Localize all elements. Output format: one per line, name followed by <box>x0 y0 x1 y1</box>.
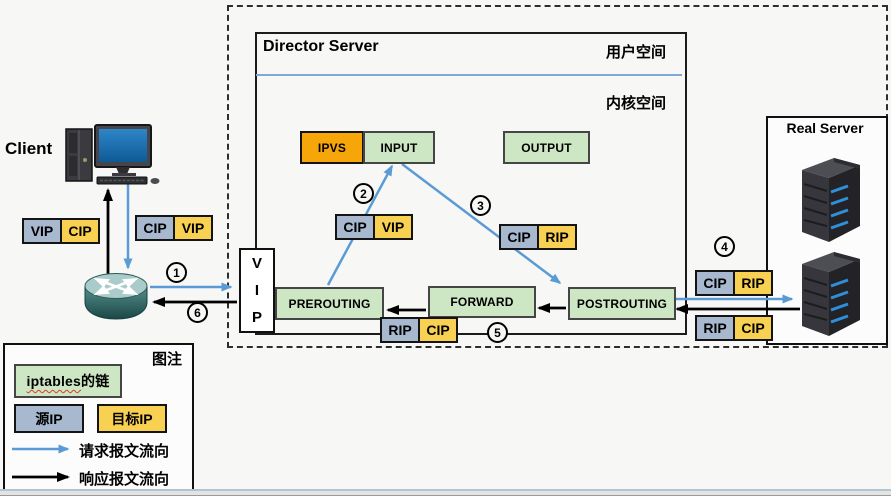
user-kernel-space-divider <box>256 74 682 76</box>
kernel-space-label: 内核空间 <box>606 95 667 112</box>
dest-ip-cell: CIP <box>418 319 456 341</box>
step-number: 6 <box>194 305 201 320</box>
step-5-badge: 5 <box>487 322 508 343</box>
request-flow-arrows <box>12 163 794 454</box>
source-ip-cell: CIP <box>337 216 373 238</box>
ip-pair-input-request: CIP VIP <box>335 214 413 240</box>
ip-pair-postrouting-request: CIP RIP <box>499 224 577 250</box>
dest-ip-cell: CIP <box>60 220 98 242</box>
postrouting-chain-box: POSTROUTING <box>568 287 676 320</box>
ip-pair-from-real-server: RIP CIP <box>695 315 773 341</box>
window-bottom-highlight <box>0 489 891 491</box>
source-ip-cell: RIP <box>697 317 733 339</box>
legend-source-ip-swatch: 源IP <box>14 404 84 433</box>
dest-ip-cell: RIP <box>733 272 771 294</box>
step-1-badge: 1 <box>166 262 187 283</box>
source-ip-cell: CIP <box>137 217 173 239</box>
legend-dest-ip-label: 目标IP <box>111 410 153 427</box>
step-number: 3 <box>477 198 484 213</box>
prerouting-label: PREROUTING <box>288 296 371 311</box>
ip-pair-client-response: VIP CIP <box>22 218 100 244</box>
dest-ip-cell: RIP <box>537 226 575 248</box>
legend-chain-suffix: 的链 <box>81 373 110 389</box>
real-server-title: Real Server <box>786 120 864 136</box>
forward-chain-box: FORWARD <box>428 286 536 318</box>
step-6-badge: 6 <box>187 302 208 323</box>
step-number: 5 <box>494 325 501 340</box>
prerouting-chain-box: PREROUTING <box>275 287 384 320</box>
router-icon <box>83 272 149 322</box>
director-server-inner-box <box>255 32 687 335</box>
client-computer-icon <box>64 124 162 186</box>
vip-interface-box: V I P <box>239 248 275 333</box>
step-number: 1 <box>173 265 180 280</box>
step-4-badge: 4 <box>714 236 735 257</box>
step-3-badge: 3 <box>470 195 491 216</box>
ip-pair-client-request: CIP VIP <box>135 215 213 241</box>
ip-pair-to-real-server: CIP RIP <box>695 270 773 296</box>
window-bottom-strip <box>0 491 891 495</box>
vip-letter: I <box>254 282 260 299</box>
client-label: Client <box>5 139 53 158</box>
legend-title: 图注 <box>151 351 182 368</box>
input-chain-box: INPUT <box>363 131 435 164</box>
legend-source-ip-label: 源IP <box>35 410 63 427</box>
vip-letter: P <box>251 309 262 326</box>
ip-pair-kernel-response: RIP CIP <box>380 317 458 343</box>
legend-dest-ip-swatch: 目标IP <box>97 404 167 433</box>
response-flow-arrows <box>12 188 800 482</box>
postrouting-label: POSTROUTING <box>576 296 668 311</box>
output-chain-box: OUTPUT <box>503 131 590 164</box>
director-server-title: Director Server <box>263 38 379 55</box>
dest-ip-cell: VIP <box>373 216 411 238</box>
input-label: INPUT <box>380 140 418 155</box>
step-2-badge: 2 <box>353 183 374 204</box>
server-tower-icon <box>796 248 866 338</box>
dest-ip-cell: CIP <box>733 317 771 339</box>
step-number: 2 <box>360 186 367 201</box>
vip-letter: V <box>251 255 262 272</box>
forward-label: FORWARD <box>450 295 514 309</box>
server-tower-icon <box>796 154 866 244</box>
ipvs-box: IPVS <box>300 131 364 164</box>
legend-response-flow-label: 响应报文流向 <box>79 471 170 488</box>
source-ip-cell: CIP <box>501 226 537 248</box>
legend-iptables-text: iptables <box>26 373 82 389</box>
source-ip-cell: RIP <box>382 319 418 341</box>
source-ip-cell: VIP <box>24 220 60 242</box>
dest-ip-cell: VIP <box>173 217 211 239</box>
source-ip-cell: CIP <box>697 272 733 294</box>
step-number: 4 <box>721 239 728 254</box>
output-label: OUTPUT <box>521 140 572 155</box>
legend-request-flow-label: 请求报文流向 <box>79 443 170 460</box>
user-space-label: 用户空间 <box>606 44 667 61</box>
ipvs-label: IPVS <box>317 140 347 155</box>
